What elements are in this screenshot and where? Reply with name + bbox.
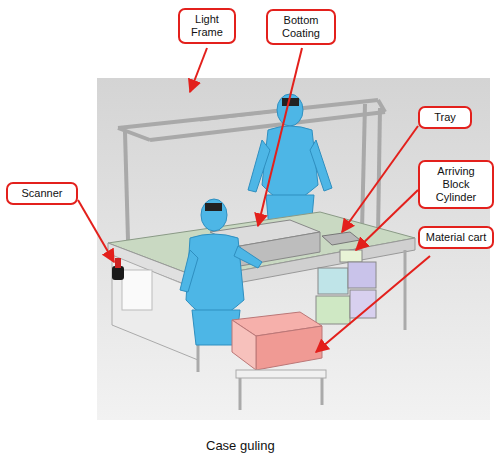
cart-bin <box>232 320 256 370</box>
tray <box>322 232 360 245</box>
cart-leg <box>239 378 242 410</box>
cart-leg <box>321 378 324 405</box>
leader-arrow <box>190 48 207 92</box>
callout-label: Bottom Coating <box>272 14 330 40</box>
frame-post <box>125 132 128 240</box>
callout-box: Bottom Coating <box>266 9 336 45</box>
material-bin <box>316 296 350 324</box>
table-leg <box>404 250 407 330</box>
frame-post <box>362 104 365 230</box>
figure-head <box>201 199 227 231</box>
figure-body <box>262 126 318 205</box>
callout-box: Scanner <box>6 182 78 205</box>
arriving-block-cylinder <box>340 250 362 262</box>
callout-box: Tray <box>418 106 472 129</box>
scanner-device <box>112 266 124 280</box>
figure-arm <box>248 140 270 192</box>
figure-caption: Case guling <box>206 438 275 453</box>
scanner-device <box>115 258 121 268</box>
figure-arm <box>180 250 198 292</box>
cart-bin <box>256 326 322 370</box>
leader-arrow <box>342 126 418 232</box>
material-bin <box>348 262 376 288</box>
leader-arrows <box>78 48 430 352</box>
frame-bar <box>118 128 150 140</box>
callout-box: Arriving Block Cylinder <box>418 160 494 209</box>
cart-shelf <box>236 370 326 378</box>
render-background <box>97 78 490 420</box>
callout-box: Light Frame <box>178 8 236 44</box>
leader-arrow <box>356 190 418 250</box>
material-bin <box>318 268 348 294</box>
figure-body <box>186 234 244 320</box>
figure-arm <box>310 140 332 191</box>
callout-box: Material cart <box>418 226 494 249</box>
figure-visor <box>205 203 222 211</box>
callout-label: Scanner <box>12 187 72 200</box>
leader-arrow <box>258 48 302 226</box>
callout-label: Tray <box>424 111 466 124</box>
leader-arrow <box>78 200 114 262</box>
frame-bar <box>118 100 378 128</box>
frame-post <box>378 108 380 235</box>
callout-label: Light Frame <box>184 13 230 39</box>
figure-arm <box>234 246 262 268</box>
callout-label: Arriving Block Cylinder <box>424 165 488 204</box>
figure-visor <box>282 98 299 106</box>
cabinet-door <box>122 270 152 310</box>
leader-arrow <box>316 256 430 352</box>
callout-label: Material cart <box>424 231 488 244</box>
